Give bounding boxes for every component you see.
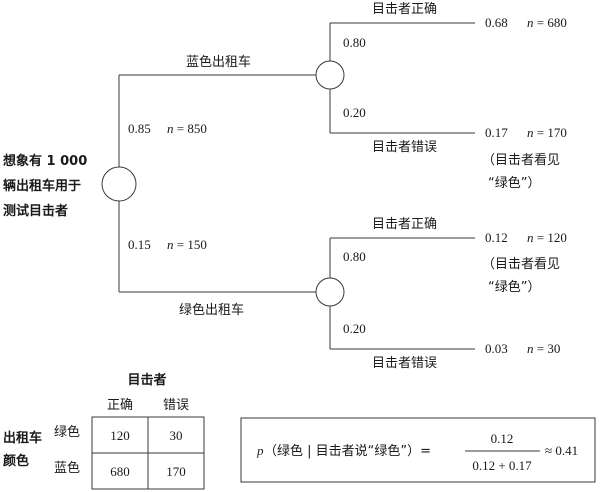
root-label-line-1: 想象有 1 000 <box>3 153 87 169</box>
table-col-title: 目击者 <box>127 372 166 388</box>
green-correct-count: n = 120 <box>527 230 567 245</box>
table-col-header-correct: 正确 <box>107 398 133 413</box>
root-label-line-3: 测试目击者 <box>3 203 68 219</box>
blue-wrong-prob: 0.20 <box>343 105 366 120</box>
formula-lhs-symbol: p <box>256 443 264 458</box>
blue-prob: 0.85 <box>128 121 151 136</box>
blue-node <box>315 60 345 90</box>
green-count: n = 150 <box>167 237 207 252</box>
blue-wrong-result: 0.17 <box>485 125 508 140</box>
green-correct-note-line-2: “绿色”） <box>488 279 540 295</box>
table-cell-blue-correct: 680 <box>110 464 130 479</box>
green-wrong-prob: 0.20 <box>343 321 366 336</box>
green-correct-result: 0.12 <box>485 230 508 245</box>
green-taxi-label: 绿色出租车 <box>179 302 244 318</box>
blue-correct-result: 0.68 <box>485 15 508 30</box>
formula-approx: ≈ 0.41 <box>545 443 578 458</box>
table-row-title-line-1: 出租车 <box>3 430 42 446</box>
green-wrong-label: 目击者错误 <box>372 356 437 371</box>
green-correct-note-line-1: （目击者看见 <box>482 256 560 272</box>
green-wrong-count: n = 30 <box>527 341 560 356</box>
blue-correct-prob: 0.80 <box>343 35 366 50</box>
table-cell-green-wrong: 30 <box>170 428 183 443</box>
table-row-label-green: 绿色 <box>54 424 80 440</box>
blue-wrong-count: n = 170 <box>527 125 567 140</box>
table-cell-blue-wrong: 170 <box>166 464 186 479</box>
root-label-line-2: 辆出租车用于 <box>3 178 81 194</box>
root-node <box>101 166 137 202</box>
blue-correct-label: 目击者正确 <box>372 2 437 17</box>
formula-denominator: 0.12 + 0.17 <box>472 458 532 473</box>
green-correct-prob: 0.80 <box>343 249 366 264</box>
table-row-title-line-2: 颜色 <box>3 453 29 469</box>
green-wrong-result: 0.03 <box>485 341 508 356</box>
blue-correct-count: n = 680 <box>527 15 567 30</box>
blue-wrong-note-line-1: （目击者看见 <box>482 152 560 168</box>
table-col-header-wrong: 错误 <box>163 398 189 413</box>
green-node <box>315 277 345 307</box>
blue-wrong-label: 目击者错误 <box>372 140 437 155</box>
green-prob: 0.15 <box>128 237 151 252</box>
formula-lhs-body: （绿色 | 目击者说“绿色”）= <box>264 443 431 459</box>
table-row-label-blue: 蓝色 <box>54 460 80 476</box>
blue-taxi-label: 蓝色出租车 <box>186 54 251 70</box>
formula-numerator: 0.12 <box>491 431 514 446</box>
blue-count: n = 850 <box>167 121 207 136</box>
table-cell-green-correct: 120 <box>110 428 130 443</box>
green-correct-label: 目击者正确 <box>372 217 437 232</box>
formula-box <box>240 417 596 483</box>
blue-wrong-note-line-2: “绿色”） <box>488 175 540 191</box>
